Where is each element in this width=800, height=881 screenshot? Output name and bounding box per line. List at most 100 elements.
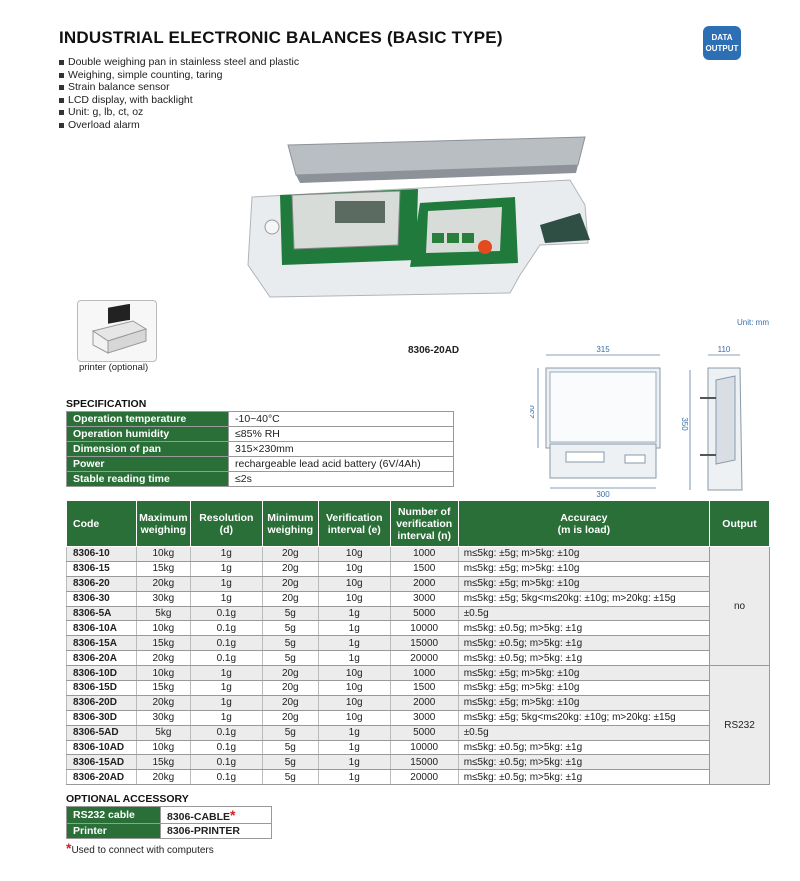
spec-value: rechargeable lead acid battery (6V/4Ah) — [228, 456, 454, 472]
resolution: 1g — [189, 710, 263, 726]
model-code: 8306-10AD — [66, 740, 137, 756]
col-max-l2: weighing — [140, 523, 187, 536]
model-code: 8306-15 — [66, 561, 137, 577]
accuracy: m≤5kg: ±5g; m>5kg: ±10g — [457, 546, 710, 562]
number-intervals: 15000 — [389, 754, 459, 771]
verification-interval: 1g — [317, 754, 391, 771]
accuracy: m≤5kg: ±0.5g; m>5kg: ±1g — [457, 650, 710, 667]
spec-value: ≤85% RH — [228, 426, 454, 442]
table-row: Stable reading time≤2s — [66, 471, 454, 487]
number-intervals: 20000 — [389, 650, 459, 667]
number-intervals: 1000 — [389, 665, 459, 682]
min-weighing: 5g — [261, 740, 319, 756]
printer-thumbnail — [77, 300, 157, 362]
verification-interval: 1g — [317, 620, 391, 637]
model-code: 8306-20 — [66, 576, 137, 592]
resolution: 1g — [189, 695, 263, 711]
number-intervals: 1500 — [389, 680, 459, 696]
scale-product-image — [247, 136, 590, 298]
resolution: 0.1g — [189, 725, 263, 741]
accessory-value: 8306-CABLE — [167, 811, 231, 823]
verification-interval: 10g — [317, 710, 391, 726]
min-weighing: 5g — [261, 635, 319, 652]
table-row: Operation humidity≤85% RH — [66, 426, 454, 442]
verification-interval: 1g — [317, 650, 391, 667]
max-weighing: 30kg — [135, 710, 191, 726]
max-weighing: 15kg — [135, 635, 191, 652]
specification-heading: SPECIFICATION — [66, 398, 147, 410]
number-intervals: 1000 — [389, 546, 459, 562]
number-intervals: 3000 — [389, 591, 459, 607]
model-code: 8306-15A — [66, 635, 137, 652]
spec-value: 315×230mm — [228, 441, 454, 457]
max-weighing: 10kg — [135, 665, 191, 682]
min-weighing: 5g — [261, 725, 319, 741]
verification-interval: 10g — [317, 561, 391, 577]
accuracy: m≤5kg: ±5g; m>5kg: ±10g — [457, 665, 710, 682]
resolution: 0.1g — [189, 650, 263, 667]
accessory-key: Printer — [66, 823, 161, 839]
number-intervals: 5000 — [389, 725, 459, 741]
verification-interval: 10g — [317, 665, 391, 682]
feature-item: Overload alarm — [59, 119, 299, 132]
model-code: 8306-15D — [66, 680, 137, 696]
col-acc-l1: Accuracy — [560, 511, 608, 524]
resolution: 0.1g — [189, 754, 263, 771]
page-title: INDUSTRIAL ELECTRONIC BALANCES (BASIC TY… — [59, 28, 503, 47]
resolution: 1g — [189, 576, 263, 592]
dimension-drawing: 315 230 300 110 350 — [530, 345, 743, 499]
accuracy: m≤5kg: ±5g; m>5kg: ±10g — [457, 576, 710, 592]
min-weighing: 20g — [261, 665, 319, 682]
max-weighing: 15kg — [135, 561, 191, 577]
unit-caption: Unit: mm — [737, 318, 769, 327]
max-weighing: 20kg — [135, 695, 191, 711]
max-weighing: 20kg — [135, 769, 191, 786]
min-weighing: 5g — [261, 650, 319, 667]
number-intervals: 10000 — [389, 740, 459, 756]
spec-key: Operation temperature — [66, 411, 229, 427]
min-weighing: 20g — [261, 710, 319, 726]
spec-key: Power — [66, 456, 229, 472]
table-row: Operation temperature-10~40°C — [66, 411, 454, 427]
model-code: 8306-5A — [66, 606, 137, 622]
spec-key: Operation humidity — [66, 426, 229, 442]
verification-interval: 1g — [317, 725, 391, 741]
min-weighing: 20g — [261, 561, 319, 577]
number-intervals: 10000 — [389, 620, 459, 637]
dim-height: 350 — [680, 417, 689, 431]
model-code: 8306-20AD — [66, 769, 137, 786]
number-intervals: 20000 — [389, 769, 459, 786]
spec-key: Dimension of pan — [66, 441, 229, 457]
model-code: 8306-20D — [66, 695, 137, 711]
accessory-table: RS232 cable 8306-CABLE* Printer 8306-PRI… — [66, 806, 272, 839]
min-weighing: 5g — [261, 754, 319, 771]
printer-caption-text: printer (optional) — [79, 362, 149, 373]
footnote: *Used to connect with computers — [66, 840, 214, 856]
spec-value: -10~40°C — [228, 411, 454, 427]
number-intervals: 1500 — [389, 561, 459, 577]
min-weighing: 20g — [261, 695, 319, 711]
col-output: Output — [709, 500, 770, 547]
resolution: 1g — [189, 561, 263, 577]
feature-item: Strain balance sensor — [59, 81, 299, 94]
accuracy: m≤5kg: ±5g; 5kg<m≤20kg: ±10g; m>20kg: ±1… — [457, 710, 710, 726]
number-intervals: 15000 — [389, 635, 459, 652]
col-ver-l1: Verification — [325, 511, 383, 524]
max-weighing: 5kg — [135, 725, 191, 741]
dim-base: 300 — [596, 490, 610, 499]
accuracy: m≤5kg: ±0.5g; m>5kg: ±1g — [457, 620, 710, 637]
resolution: 1g — [189, 546, 263, 562]
accessory-key: RS232 cable — [66, 806, 161, 824]
verification-interval: 1g — [317, 740, 391, 756]
accuracy: m≤5kg: ±0.5g; m>5kg: ±1g — [457, 754, 710, 771]
